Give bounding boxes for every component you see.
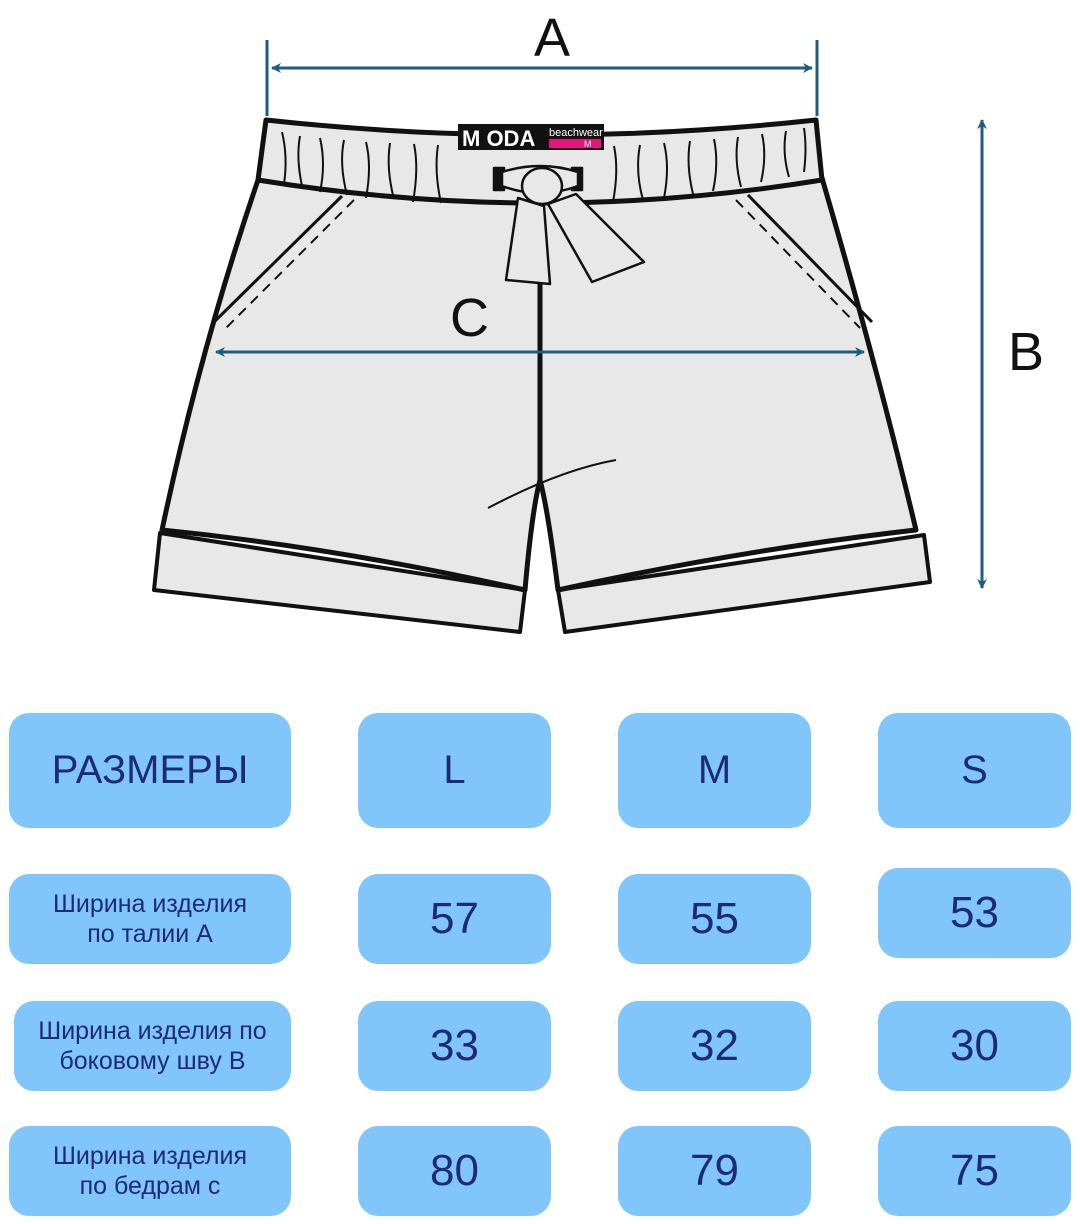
- value-hips-s: 75: [878, 1126, 1071, 1216]
- row-label-side-seam: Ширина изделия по боковому шву В: [14, 1001, 291, 1091]
- header-sizes: РАЗМЕРЫ: [9, 713, 291, 828]
- row-label-hips: Ширина изделия по бедрам с: [9, 1126, 291, 1216]
- right-pocket: [746, 193, 874, 324]
- value-waist-l: 57: [358, 874, 551, 964]
- value-hips-m: 79: [618, 1126, 811, 1216]
- dimension-a-label: A: [534, 8, 570, 68]
- value-hips-l: 80: [358, 1126, 551, 1216]
- waistband-gathers: [281, 127, 807, 204]
- value-waist-s: 53: [878, 868, 1071, 958]
- left-pocket-stitch: [223, 199, 355, 331]
- left-cuff: [152, 531, 527, 634]
- dimension-b-label: B: [1008, 322, 1044, 382]
- value-side-seam-s: 30: [878, 1001, 1071, 1091]
- waistband: [255, 117, 825, 206]
- header-size-l: L: [358, 713, 551, 828]
- shorts-diagram: M ODA beachwear M A B C: [152, 8, 1044, 634]
- fold-line: [487, 459, 617, 509]
- left-pocket: [210, 194, 344, 326]
- header-size-m: M: [618, 713, 811, 828]
- row-label-waist: Ширина изделия по талии А: [9, 874, 291, 964]
- right-pocket-stitch: [735, 199, 861, 329]
- value-waist-m: 55: [618, 874, 811, 964]
- dimension-c-label: C: [450, 288, 489, 348]
- drawstring: [492, 164, 646, 286]
- tag-size: M: [584, 139, 592, 149]
- brand-tag: M ODA beachwear M: [458, 124, 604, 151]
- brand-name: M ODA: [462, 126, 535, 151]
- header-size-s: S: [878, 713, 1071, 828]
- right-cuff: [556, 533, 932, 634]
- brand-sub: beachwear: [549, 127, 603, 139]
- value-side-seam-l: 33: [358, 1001, 551, 1091]
- value-side-seam-m: 32: [618, 1001, 811, 1091]
